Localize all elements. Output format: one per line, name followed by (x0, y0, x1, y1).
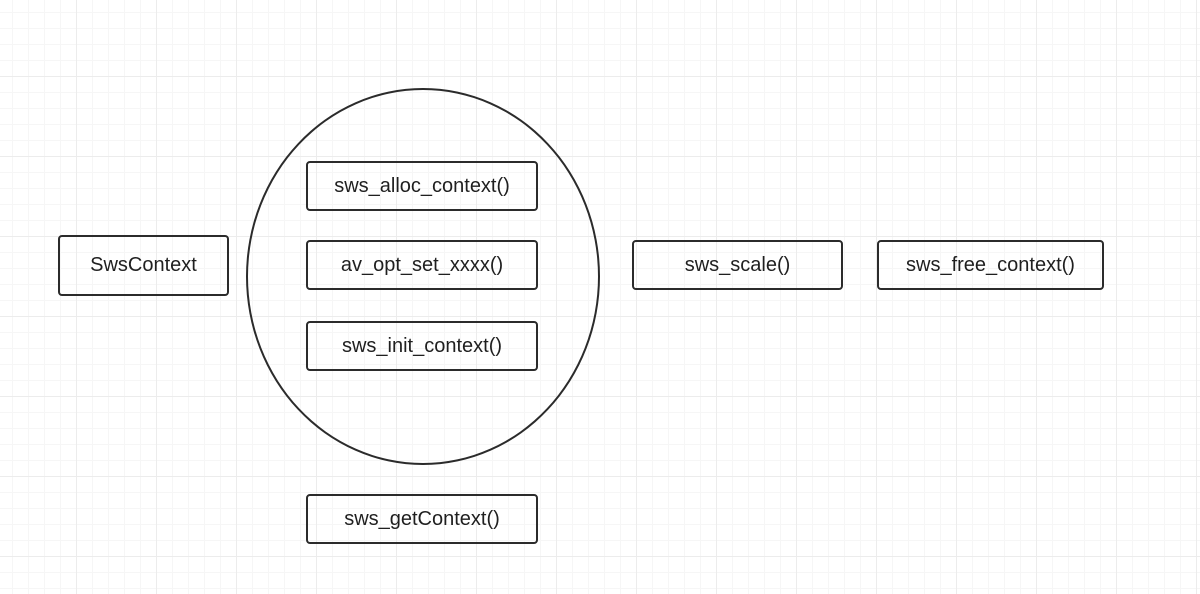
sws-free-context-node[interactable]: sws_free_context() (877, 240, 1104, 290)
sws-scale-node[interactable]: sws_scale() (632, 240, 843, 290)
sws-alloc-context-node[interactable]: sws_alloc_context() (306, 161, 538, 211)
sws-getcontext-label: sws_getContext() (344, 507, 500, 530)
av-opt-set-label: av_opt_set_xxxx() (340, 253, 504, 276)
init-group-ellipse (246, 88, 600, 465)
av-opt-set-node[interactable]: av_opt_set_xxxx() (306, 240, 538, 290)
swscontext-label: SwsContext (90, 254, 197, 276)
sws-free-context-label: sws_free_context() (906, 253, 1075, 276)
sws-getcontext-node[interactable]: sws_getContext() (306, 494, 538, 544)
swscontext-node[interactable]: SwsContext (58, 235, 229, 296)
sws-scale-label: sws_scale() (684, 253, 791, 276)
sws-init-context-label: sws_init_context() (341, 334, 503, 357)
sws-init-context-node[interactable]: sws_init_context() (306, 321, 538, 371)
sws-alloc-context-label: sws_alloc_context() (334, 174, 510, 197)
